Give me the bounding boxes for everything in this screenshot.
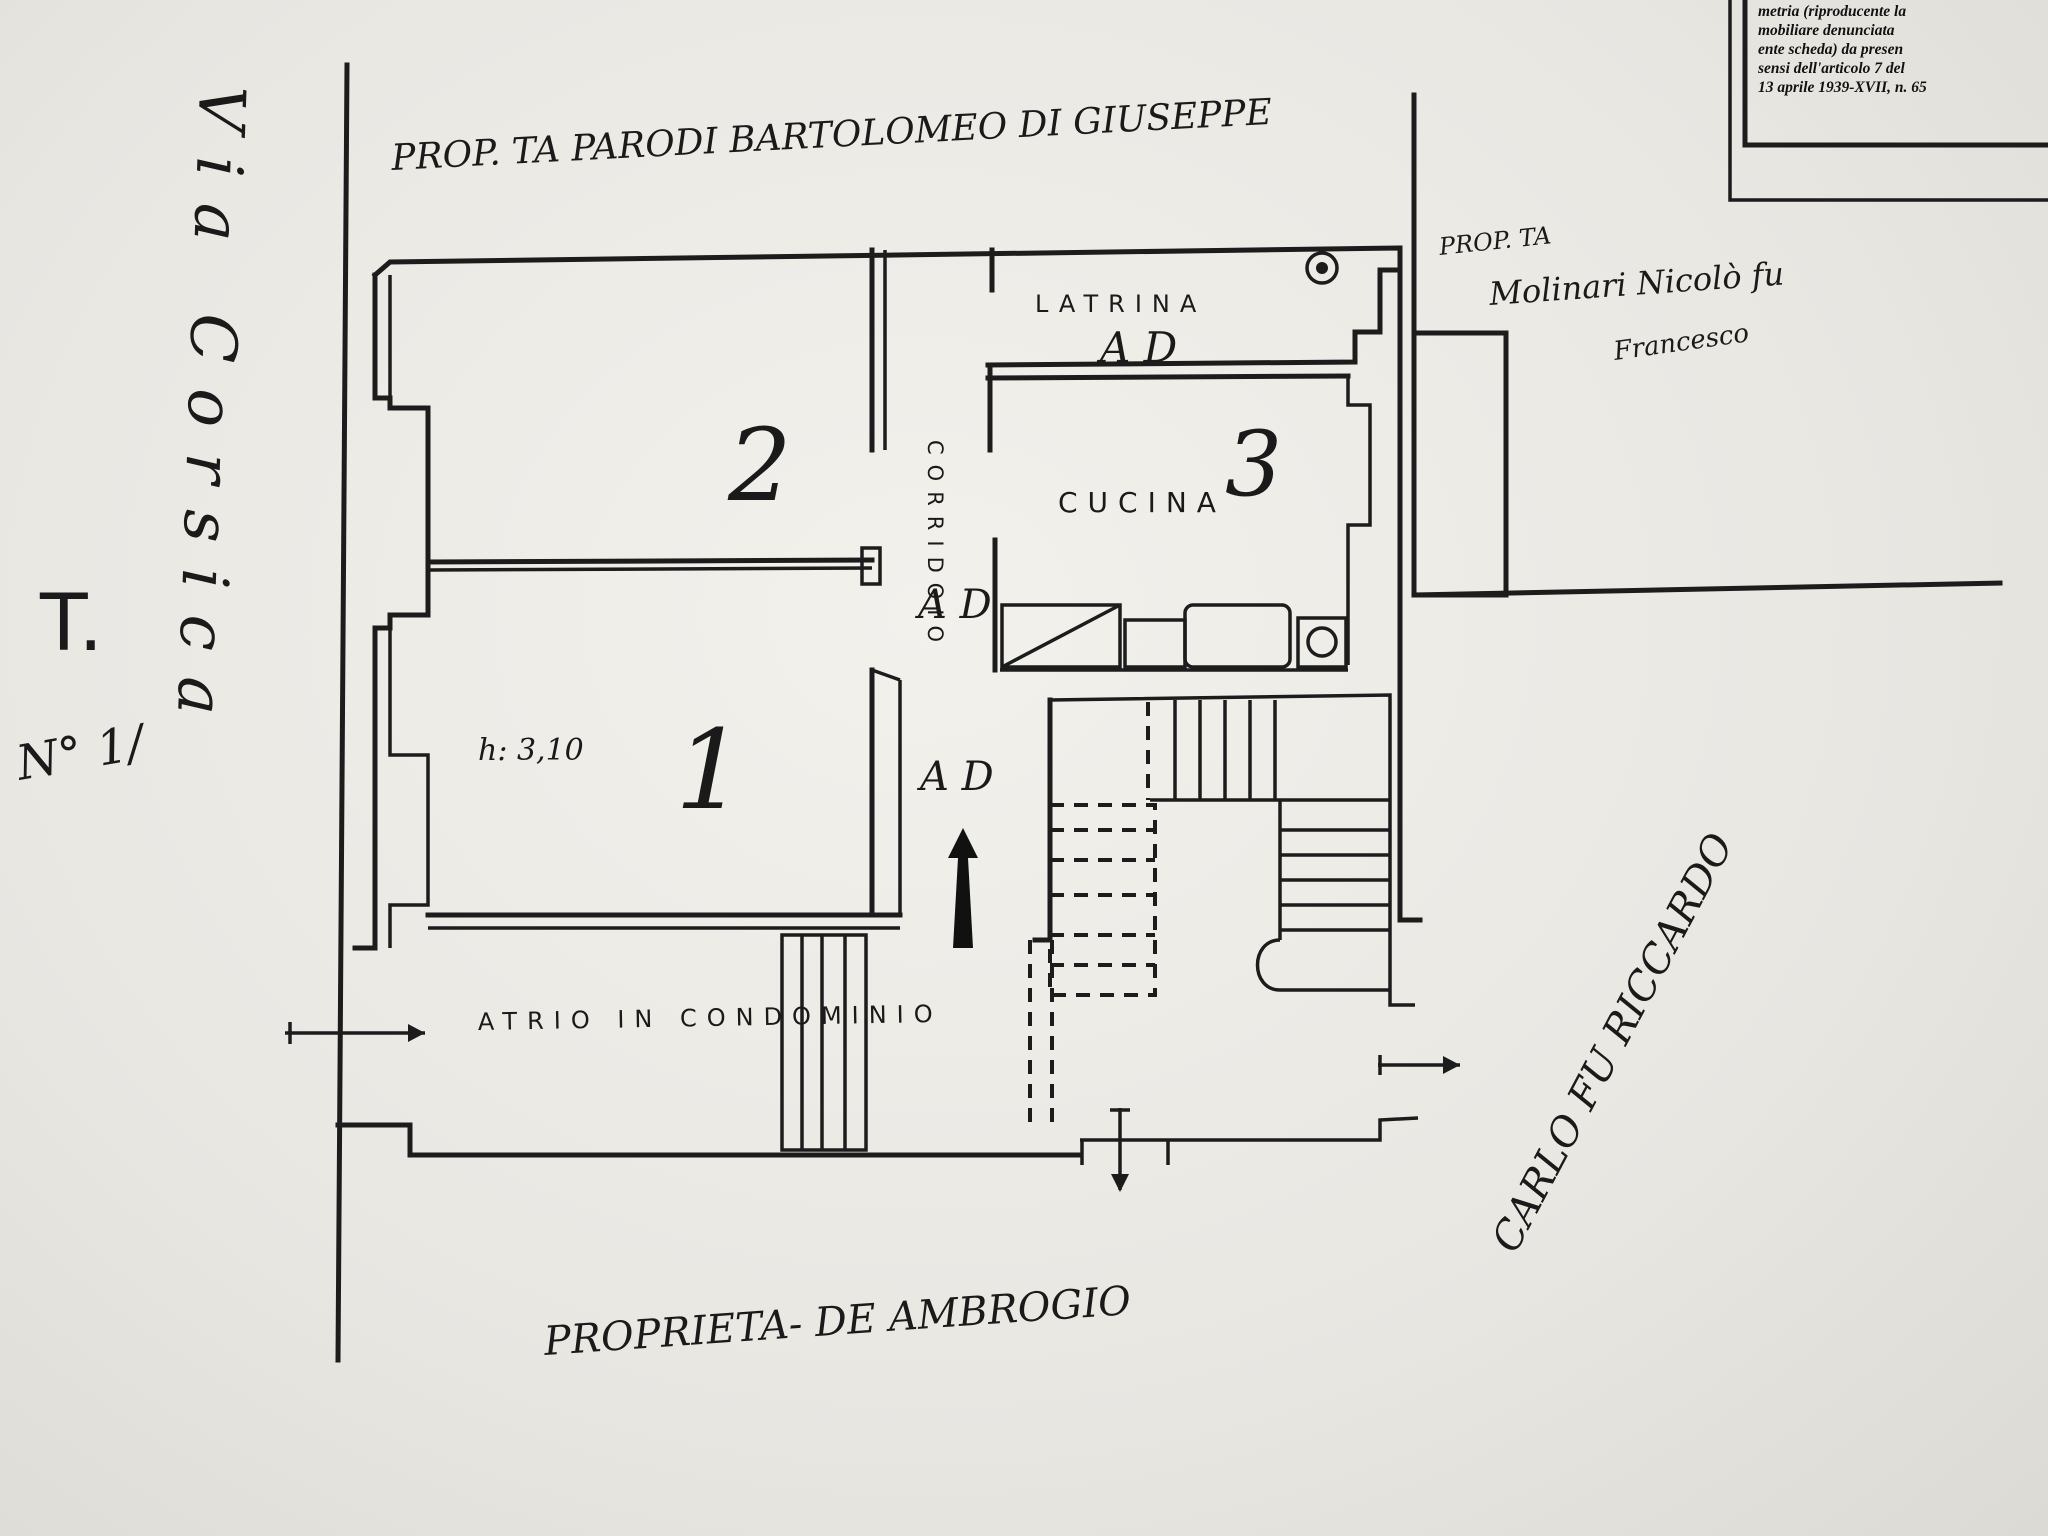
corridoio-label: CORRIDOIO	[923, 440, 947, 652]
kitchen-east-pilaster	[1346, 376, 1372, 665]
kitchen-counter	[1000, 603, 1122, 669]
neighbor-wall-block	[1411, 330, 1509, 598]
corridor-up-arrow	[948, 828, 978, 948]
entrance-arrow-south	[1110, 1108, 1130, 1192]
bottom-owner-label: PROPRIETA- DE AMBROGIO	[541, 1278, 1132, 1365]
building-outline	[371, 245, 1423, 923]
stair-outline	[1049, 693, 1415, 1007]
stamp-line: ente scheda) da presen	[1758, 41, 1904, 58]
curve-owner-label: CARLO FU RICCARDO	[1483, 826, 1743, 1260]
room2-number: 2	[727, 407, 792, 524]
stamp-box-border	[1742, 0, 2048, 148]
pier-a	[860, 546, 882, 586]
sink-drain	[1306, 626, 1338, 658]
jamb	[871, 668, 901, 682]
latrina-fixture-dot	[1316, 262, 1328, 274]
top-owner-label: PROP. TA PARODI BARTOLOMEO DI GIUSEPPE	[389, 92, 1273, 179]
stamp-text-block: metria (riproducente la mobiliare denunc…	[1758, 2, 2048, 142]
facade-line-b	[388, 628, 430, 948]
counter-diagonal	[1001, 603, 1121, 669]
room1-number: 1	[675, 706, 745, 834]
stair-west-wall	[1032, 697, 1053, 943]
cucina-label: CUCINA	[1058, 486, 1226, 519]
stamp-line: 13 aprile 1939-XVII, n. 65	[1758, 79, 1927, 96]
atrio-south-wall	[335, 1122, 1083, 1158]
right-owner-name: Molinari Nicolò fu	[1487, 254, 1785, 313]
margin-letter: T.	[39, 579, 103, 669]
left-property-line	[335, 62, 350, 1363]
stamp-line: sensi dell'articolo 7 del	[1758, 60, 1905, 77]
ceiling-height: h: 3,10	[478, 733, 584, 768]
latrina-south-wall	[985, 267, 1403, 368]
atrio-south-wall-east	[1080, 1116, 1419, 1142]
latrina-mark: A D	[1096, 323, 1177, 372]
lower-flight-dashed	[1048, 803, 1157, 997]
entrance-arrow-west	[285, 1022, 425, 1044]
wall-room2-room1-inner	[427, 566, 873, 572]
atrio-label: ATRIO IN CONDOMINIO	[478, 1000, 943, 1036]
room3-number: 3	[1225, 412, 1282, 517]
corridoio-mark-upper: A D	[914, 582, 992, 628]
corridoio-mark-lower: A D	[916, 754, 994, 800]
right-owner-line2: Francesco	[1611, 318, 1751, 367]
right-owner-prefix: PROP. TA	[1437, 221, 1553, 261]
stamp-line: metria (riproducente la	[1758, 3, 1907, 20]
facade-pilasters	[352, 272, 431, 951]
kitchen-shelf	[1123, 618, 1187, 669]
wall-room2-room1	[425, 557, 875, 565]
stair-newel	[1255, 938, 1390, 992]
sink-box	[1296, 616, 1348, 669]
street-label: Via Corsica	[161, 84, 258, 742]
latrina-fixture	[1305, 251, 1339, 285]
margin-fraction: N° 1/	[11, 714, 152, 792]
stove	[1183, 603, 1292, 669]
atrio-stair	[780, 933, 868, 1152]
entrance-arrow-east	[1378, 1055, 1460, 1075]
stamp-box-outer	[1728, 0, 2048, 202]
kitchen-north-wall	[985, 373, 1351, 381]
stamp-line: mobiliare denunciata	[1758, 22, 1895, 39]
latrina-label: LATRINA	[1035, 290, 1206, 318]
right-neighbor-boundary	[1411, 580, 2003, 598]
